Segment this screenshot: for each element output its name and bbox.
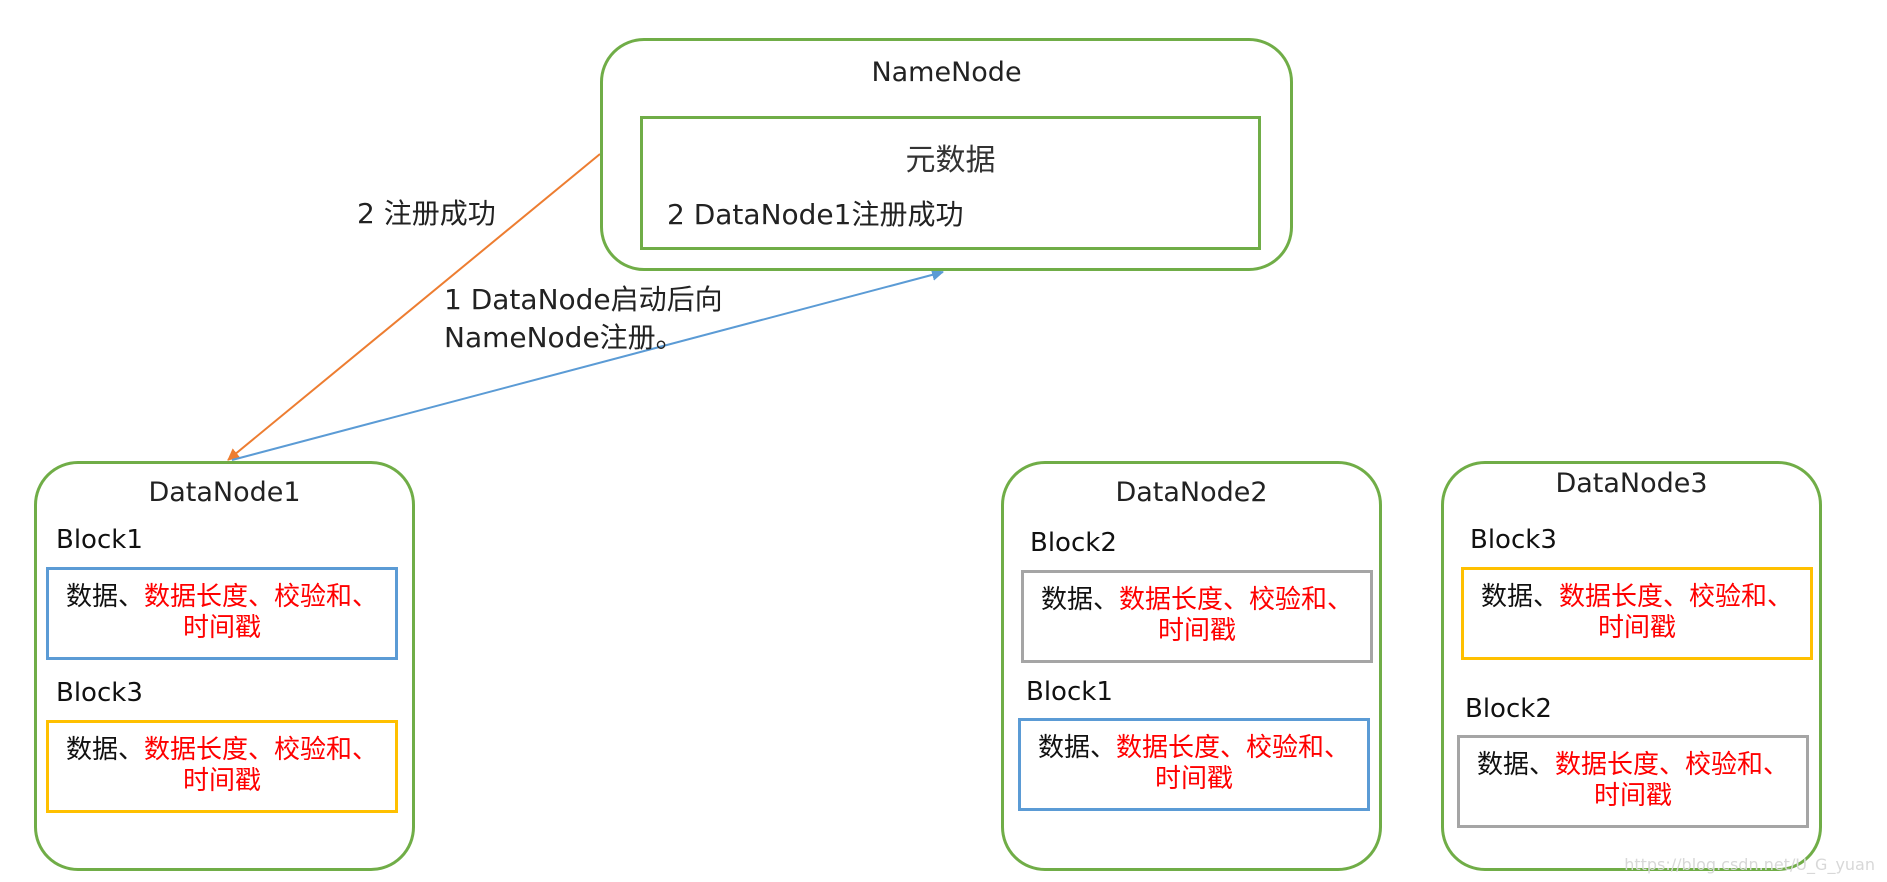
metadata-title: 元数据 xyxy=(905,143,996,178)
datanode2-title: DataNode2 xyxy=(1115,477,1268,508)
datanode2-block-label-1: Block2 xyxy=(1030,528,1117,558)
register-annotation-line1: 1 DataNode启动后向 xyxy=(444,283,723,316)
datanode3-block-1: 数据、数据长度、校验和、 时间戳 xyxy=(1461,567,1813,660)
datanode1-title: DataNode1 xyxy=(148,477,301,508)
datanode2-block-label-2: Block1 xyxy=(1026,677,1113,707)
register-annotation-line2: NameNode注册。 xyxy=(444,321,684,354)
datanode1-block-2: 数据、数据长度、校验和、 时间戳 xyxy=(46,720,398,813)
datanode3-block-label-2: Block2 xyxy=(1465,694,1552,724)
datanode2-box: DataNode2 Block2 数据、数据长度、校验和、 时间戳 Block1… xyxy=(1001,461,1382,871)
datanode1-block-label-2: Block3 xyxy=(56,678,143,708)
datanode3-block-label-1: Block3 xyxy=(1470,525,1557,555)
metadata-entry: 2 DataNode1注册成功 xyxy=(667,198,964,231)
datanode2-block-1: 数据、数据长度、校验和、 时间戳 xyxy=(1021,570,1373,663)
datanode3-block-2: 数据、数据长度、校验和、 时间戳 xyxy=(1457,735,1809,828)
namenode-title: NameNode xyxy=(871,57,1022,88)
datanode1-block-label-1: Block1 xyxy=(56,525,143,555)
namenode-box: NameNode 元数据 2 DataNode1注册成功 xyxy=(600,38,1293,271)
watermark: https://blog.csdn.net/U_G_yuan xyxy=(1624,855,1875,874)
datanode3-box: DataNode3 Block3 数据、数据长度、校验和、 时间戳 Block2… xyxy=(1441,461,1822,871)
datanode1-box: DataNode1 Block1 数据、数据长度、校验和、 时间戳 Block3… xyxy=(34,461,415,871)
datanode2-block-2: 数据、数据长度、校验和、 时间戳 xyxy=(1018,718,1370,811)
metadata-box: 元数据 2 DataNode1注册成功 xyxy=(640,116,1261,250)
success-annotation: 2 注册成功 xyxy=(357,197,496,230)
datanode1-block-1: 数据、数据长度、校验和、 时间戳 xyxy=(46,567,398,660)
datanode3-title: DataNode3 xyxy=(1555,468,1708,499)
